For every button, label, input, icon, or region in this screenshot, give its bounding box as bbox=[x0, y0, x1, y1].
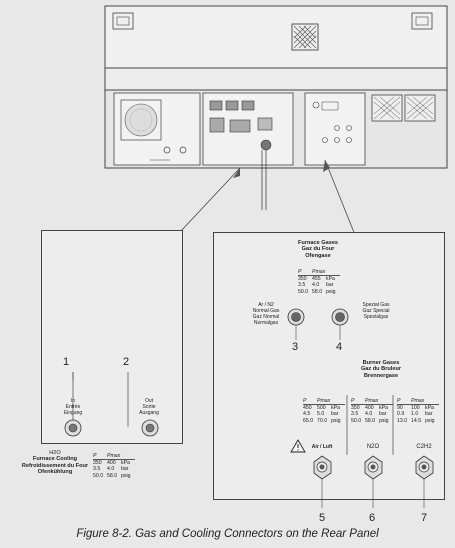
cooling-connectors bbox=[64, 372, 159, 437]
callout-3: 3 bbox=[292, 341, 299, 353]
furnace-special-gas-connector bbox=[331, 308, 349, 326]
callout-2: 2 bbox=[123, 356, 130, 368]
callout-7: 7 bbox=[421, 512, 428, 524]
air-connector bbox=[313, 455, 332, 480]
n2o-label: N2O bbox=[366, 444, 380, 450]
figure-caption: Figure 8-2. Gas and Cooling Connectors o… bbox=[76, 528, 379, 540]
warning-icon bbox=[290, 439, 306, 453]
top-fan-icon bbox=[291, 23, 319, 51]
c2h2-label: C2H2 bbox=[416, 444, 432, 450]
callout-5: 5 bbox=[319, 512, 326, 524]
callout-6: 6 bbox=[369, 512, 376, 524]
gas-panel bbox=[213, 232, 445, 500]
rear-panel-overview bbox=[104, 5, 448, 235]
cooling-in-connector bbox=[64, 419, 82, 437]
callout-4: 4 bbox=[336, 341, 343, 353]
c2h2-connector bbox=[415, 455, 434, 480]
callout-1: 1 bbox=[63, 356, 70, 368]
cooling-panel bbox=[41, 230, 183, 444]
air-label: Air / Luft bbox=[311, 444, 333, 450]
cooling-out-connector bbox=[141, 419, 159, 437]
right-fan-icon bbox=[371, 94, 436, 122]
furnace-normal-gas-connector bbox=[287, 308, 305, 326]
cooling-title: H2O Furnace Cooling Refroidissement du F… bbox=[21, 450, 89, 476]
n2o-connector bbox=[364, 455, 383, 480]
